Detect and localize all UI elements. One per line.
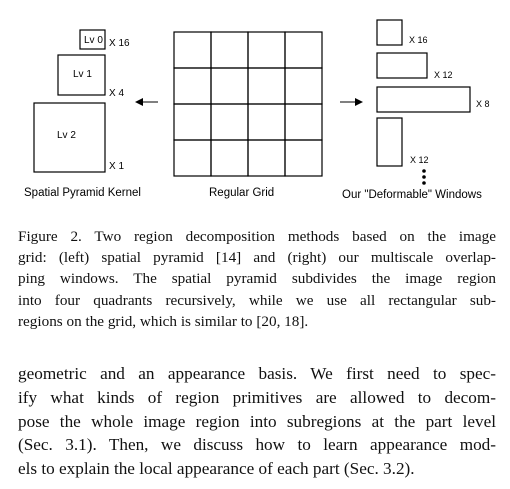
caption-line: Figure 2. Two region decomposition metho… <box>18 228 496 245</box>
pyramid-level-2-box <box>33 102 106 173</box>
grid-cell <box>210 139 249 177</box>
deformable-windows: X 16 X 12 X 8 X 12 <box>376 19 490 185</box>
caption-line: regions on the grid, which is similar to… <box>18 312 309 330</box>
grid-cell <box>247 67 286 105</box>
pyramid-level-1-multiplier: X 4 <box>109 88 124 99</box>
window-wide-box <box>376 52 428 79</box>
region-decomposition-figure: Lv 0 X 16 Lv 1 X 4 Lv 2 X 1 X 16 X 12 X … <box>24 19 490 201</box>
grid-cell <box>284 67 323 105</box>
body-line: (Sec. 3.1). Then, we discuss how to lear… <box>18 435 496 455</box>
pyramid-caption: Spatial Pyramid Kernel <box>24 187 141 199</box>
window-wide-multiplier: X 12 <box>434 70 453 80</box>
window-small-box <box>376 19 403 46</box>
window-tall-box <box>376 117 403 167</box>
grid-cell <box>247 103 286 141</box>
caption-line: ping windows. The spatial pyramid subdiv… <box>18 270 496 288</box>
grid-cell <box>284 139 323 177</box>
pyramid-level-2-multiplier: X 1 <box>109 161 124 172</box>
pyramid-level-0-label: Lv 0 <box>84 35 103 46</box>
body-paragraph: geometric and an appearance basis. We fi… <box>18 362 496 481</box>
window-widest-box <box>376 86 471 113</box>
body-line: ify what kinds of region primitives are … <box>18 387 496 407</box>
grid-cell <box>173 67 212 105</box>
grid-cell <box>284 103 323 141</box>
pyramid-level-1-label: Lv 1 <box>73 69 92 80</box>
grid-cell <box>247 31 286 69</box>
grid-cell <box>247 139 286 177</box>
body-line: pose the whole image region into subregi… <box>18 411 496 431</box>
grid-cell <box>210 103 249 141</box>
grid-cell <box>210 67 249 105</box>
caption-line: into four quadrants recursively, while w… <box>18 291 496 309</box>
pyramid-level-1-box <box>57 54 106 96</box>
body-line: els to explain the local appearance of e… <box>18 459 415 479</box>
grid-cell <box>284 31 323 69</box>
body-line: geometric and an appearance basis. We fi… <box>18 364 496 383</box>
grid-cell <box>173 31 212 69</box>
caption-line: grid: (left) spatial pyramid [14] and (r… <box>18 249 496 267</box>
windows-caption: Our "Deformable" Windows <box>342 189 482 201</box>
grid-caption: Regular Grid <box>209 187 274 199</box>
window-small-multiplier: X 16 <box>409 35 428 45</box>
grid-cell <box>173 139 212 177</box>
ellipsis-icon <box>422 169 426 185</box>
grid-cell <box>173 103 212 141</box>
spatial-pyramid: Lv 0 X 16 Lv 1 X 4 Lv 2 X 1 <box>33 29 130 173</box>
grid-cell <box>210 31 249 69</box>
pyramid-level-0-multiplier: X 16 <box>109 38 130 49</box>
pyramid-level-2-label: Lv 2 <box>57 130 76 141</box>
window-widest-multiplier: X 8 <box>476 99 490 109</box>
pyramid-level-0-box <box>79 29 106 50</box>
regular-grid <box>173 31 323 177</box>
figure-caption: Figure 2. Two region decomposition metho… <box>18 226 496 332</box>
window-tall-multiplier: X 12 <box>410 155 429 165</box>
